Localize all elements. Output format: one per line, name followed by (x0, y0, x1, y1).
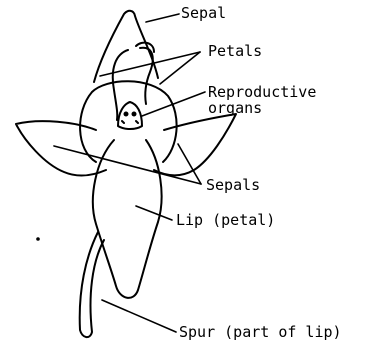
column-outline (118, 102, 142, 129)
petals-outline (80, 81, 177, 162)
label-reproductive-organs: Reproductive organs (208, 84, 316, 116)
lateral-sepal-right (154, 114, 236, 175)
column-dot-right (132, 112, 137, 117)
label-reproductive-line2: organs (208, 100, 316, 116)
spur-outline (80, 232, 104, 337)
column-dots-lower (122, 121, 138, 123)
lip-outline (93, 140, 162, 298)
label-lip: Lip (petal) (176, 213, 275, 228)
label-reproductive-line1: Reproductive (208, 84, 316, 100)
column-dot-left (124, 112, 129, 117)
leader-lip (136, 206, 172, 220)
label-sepal: Sepal (181, 6, 226, 21)
petal-left-stroke (113, 50, 128, 120)
leader-sepals-left (54, 146, 201, 184)
label-petals: Petals (208, 44, 262, 59)
leader-reproductive (142, 92, 205, 116)
leader-sepals-right (178, 144, 201, 184)
label-sepals: Sepals (206, 178, 260, 193)
label-spur: Spur (part of lip) (179, 325, 342, 340)
leader-spur (102, 300, 176, 332)
leader-sepal-top (146, 14, 179, 22)
stray-dot (36, 237, 40, 241)
